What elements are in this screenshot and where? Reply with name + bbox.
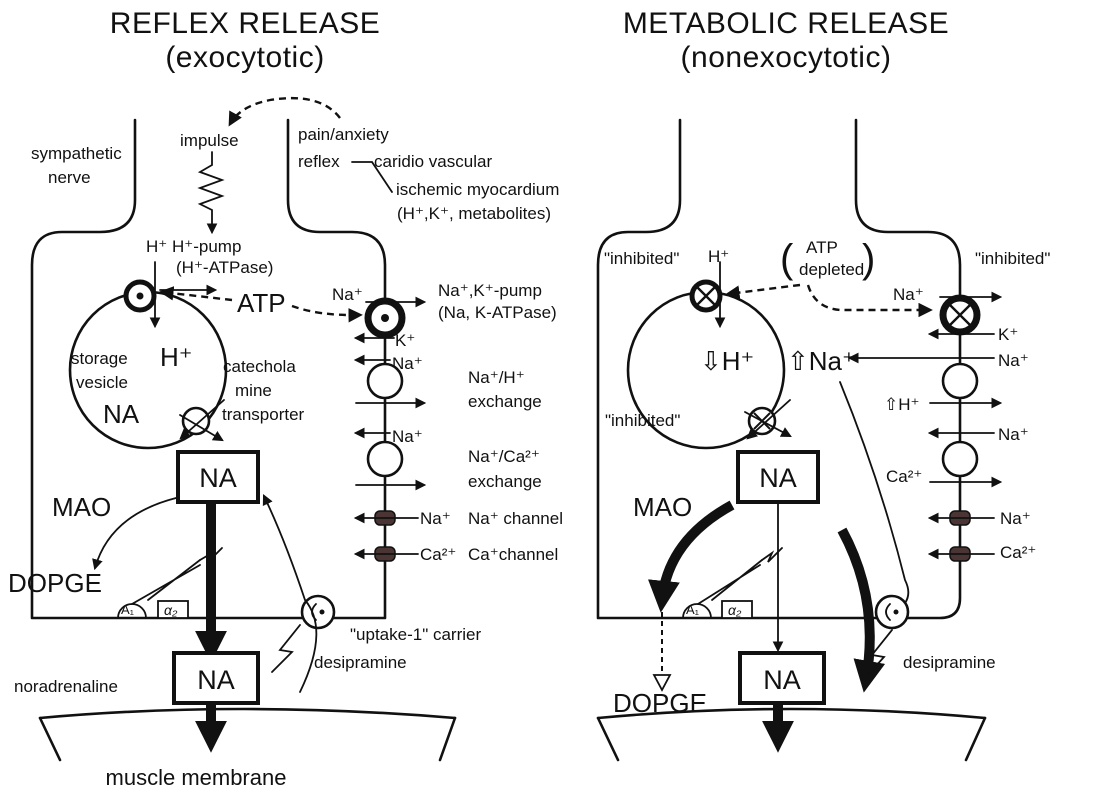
svg-text:A₁: A₁ [686, 602, 700, 617]
na-ca-ion-label: Na⁺ [392, 427, 423, 446]
desipramine-label: desipramine [314, 653, 407, 672]
right-h-label: H⁺ [708, 247, 729, 266]
impulse-zigzag-icon [197, 151, 225, 235]
na-h-exchanger-icon [366, 362, 404, 400]
right-na-ca-ion-label: Na⁺ [998, 425, 1029, 444]
impulse-label: impulse [180, 131, 239, 150]
vesicle-h-label: H⁺ [160, 342, 193, 372]
sympathetic-nerve-label: sympathetic [31, 144, 122, 163]
uptake-1-carrier-icon [300, 594, 336, 630]
right-desipramine-label: desipramine [903, 653, 996, 672]
right-muscle-membrane [596, 707, 987, 720]
noradrenaline-label: noradrenaline [14, 677, 118, 696]
vesicle-na-label: NA [103, 399, 140, 429]
atp-depleted-label: ATP [806, 238, 838, 257]
inhibited-transporter-label: "inhibited" [605, 411, 680, 430]
synaptic-na-box [172, 651, 260, 705]
uptake-1-label: "uptake-1" carrier [350, 625, 481, 644]
right-na-ca-exchanger-icon [941, 440, 979, 478]
right-panel: METABOLIC RELEASE (nonexocytotic) "inhib… [596, 7, 1050, 762]
na-k-atpase-label: (Na, K-ATPase) [438, 303, 557, 322]
inhibited-nak-pump-label: "inhibited" [975, 249, 1050, 268]
dopge-label: DOPGE [8, 568, 102, 598]
svg-text:NA: NA [199, 463, 237, 493]
na-h-ion-label: Na⁺ [392, 354, 423, 373]
ca-channel-label: Ca⁺channel [468, 545, 558, 564]
svg-text:α₂: α₂ [164, 602, 178, 618]
svg-text:nerve: nerve [48, 168, 91, 187]
h-atpase-label: (H⁺-ATPase) [176, 258, 273, 277]
right-a2-receptor-icon [721, 600, 753, 619]
muscle-membrane-label: muscle membrane [106, 765, 287, 790]
na-ca-exchange-label: Na⁺/Ca²⁺ [468, 447, 540, 466]
h-pump-label: H⁺ H⁺-pump [146, 237, 241, 256]
svg-text:depleted: depleted [799, 260, 864, 279]
storage-vesicle-label: storage [71, 349, 128, 368]
right-title: METABOLIC RELEASE [623, 7, 949, 40]
a2-receptor-icon [157, 600, 189, 619]
right-nerve-terminal-outline [596, 118, 962, 620]
inhibited-vesicle-pump-label: "inhibited" [604, 249, 679, 268]
right-a1-receptor-icon [682, 603, 712, 619]
na-k-pump-label: Na⁺,K⁺-pump [438, 281, 542, 300]
svg-text:NA: NA [763, 665, 801, 695]
na-top-label: Na⁺ [332, 285, 363, 304]
right-na-h-ion-label: Na⁺ [998, 351, 1029, 370]
left-panel: REFLEX RELEASE (exocytotic) sympathetic … [8, 7, 563, 790]
svg-text:transporter: transporter [222, 405, 305, 424]
right-subtitle: (nonexocytotic) [681, 41, 892, 74]
left-title: REFLEX RELEASE [110, 7, 380, 40]
transporter-label: catechola [223, 357, 296, 376]
ca-in-label: Ca²⁺ [886, 467, 922, 486]
ca-channel-ion-label: Ca²⁺ [420, 545, 456, 564]
svg-text:exchange: exchange [468, 392, 542, 411]
metabolites-label: (H⁺,K⁺, metabolites) [397, 204, 551, 223]
mao-label: MAO [52, 492, 111, 522]
svg-text:vesicle: vesicle [76, 373, 128, 392]
k-label: K⁺ [395, 331, 415, 350]
svg-text:A₁: A₁ [121, 602, 135, 617]
svg-text:exchange: exchange [468, 472, 542, 491]
left-nerve-terminal-outline [30, 118, 387, 620]
left-muscle-membrane [38, 707, 457, 720]
na-ca-exchanger-icon [366, 440, 404, 478]
na-h-exchange-label: Na⁺/H⁺ [468, 368, 525, 387]
right-synaptic-na-box [738, 651, 826, 705]
svg-text:NA: NA [759, 463, 797, 493]
right-ca-channel-ion-label: Ca²⁺ [1000, 543, 1036, 562]
right-dopge-label: DOPGE [613, 688, 707, 718]
right-na-h-exchanger-icon [941, 362, 979, 400]
mao-degradation-arrow [648, 500, 735, 613]
svg-text:α₂: α₂ [728, 602, 742, 618]
right-cytoplasm-na-box [736, 450, 820, 504]
svg-text:(: ( [780, 237, 794, 281]
ischemic-label: ischemic myocardium [396, 180, 559, 199]
reflex-label: reflex [298, 152, 340, 171]
h-increase-label: ⇧H⁺ [884, 395, 920, 414]
pain-to-impulse-arrow [228, 96, 341, 127]
svg-text:): ) [862, 237, 875, 281]
carrier-efflux-arrow [837, 527, 886, 693]
na-channel-label: Na⁺ channel [468, 509, 563, 528]
cardio-vascular-label: caridio vascular [374, 152, 492, 171]
left-subtitle: (exocytotic) [165, 41, 324, 74]
atp-label: ATP [237, 288, 286, 318]
vesicle-h-decrease-label: ⇩H⁺ [700, 346, 754, 376]
right-na-top-label: Na⁺ [893, 285, 924, 304]
right-na-channel-ion-label: Na⁺ [1000, 509, 1031, 528]
right-mao-label: MAO [633, 492, 692, 522]
right-k-label: K⁺ [998, 325, 1018, 344]
svg-text:mine: mine [235, 381, 272, 400]
pain-anxiety-label: pain/anxiety [298, 125, 389, 144]
cytoplasm-na-box [176, 450, 260, 504]
reversed-uptake-carrier-icon [874, 594, 910, 630]
svg-text:NA: NA [197, 665, 235, 695]
na-channel-ion-label: Na⁺ [420, 509, 451, 528]
na-increase-label: ⇧Na⁺ [787, 346, 856, 376]
